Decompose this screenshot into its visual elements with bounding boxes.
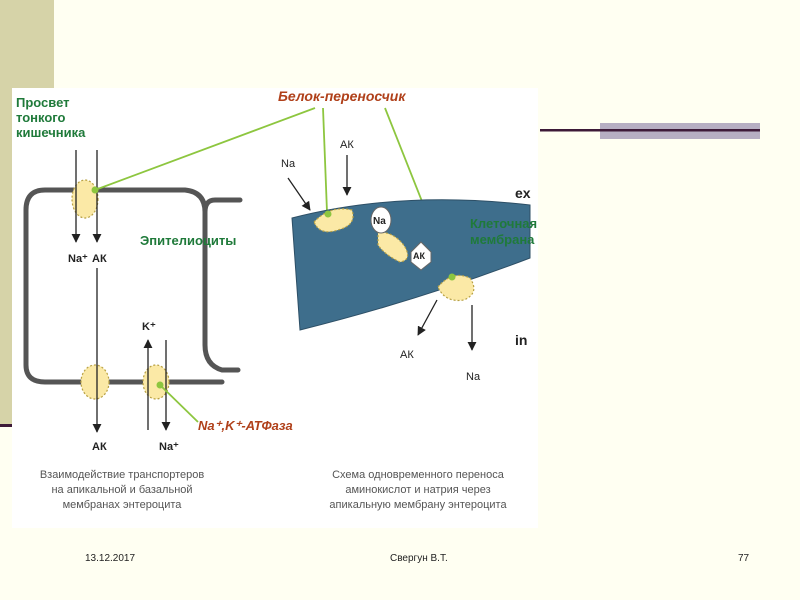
lumen-label-line2: тонкого xyxy=(16,110,66,125)
footer-date: 13.12.2017 xyxy=(85,553,136,564)
cell-membrane-label-line1: Клеточная xyxy=(470,216,537,231)
carrier-protein-label: Белок-переносчик xyxy=(278,88,406,104)
label-ak-apical: АК xyxy=(92,253,107,265)
pointer-dot-apical xyxy=(91,186,99,194)
left-caption-line3: мембранах энтероцита xyxy=(63,499,183,511)
in-label: in xyxy=(515,332,527,348)
membrane-carrier-bottom xyxy=(437,274,475,302)
ex-label: ex xyxy=(515,185,531,201)
figure-panel xyxy=(12,88,538,528)
right-caption-line2: аминокислот и натрия через xyxy=(345,484,490,496)
cell-outline xyxy=(23,187,243,385)
lumen-label-line3: кишечника xyxy=(16,125,86,140)
cell-membrane-band xyxy=(291,199,531,331)
arrow-ak-out xyxy=(417,299,438,336)
left-caption-line1: Взаимодействие транспортеров xyxy=(40,469,205,481)
pointer-dot-membrane-1 xyxy=(324,210,332,218)
apical-carrier xyxy=(71,179,99,219)
ak-hexagon-label: АК xyxy=(413,251,425,261)
pointer-dot-atpase xyxy=(156,381,164,389)
label-ak-right-bottom: АК xyxy=(400,349,414,361)
na-k-atpase-label: Na⁺,K⁺-АТФаза xyxy=(198,418,293,433)
label-na-right-bottom: Na xyxy=(466,371,481,383)
right-caption-line1: Схема одновременного переноса xyxy=(332,469,505,481)
label-ak-right-top: АК xyxy=(340,139,354,151)
label-na-apical: Na⁺ xyxy=(68,253,88,265)
label-na-right-top: Na xyxy=(281,158,296,170)
pointer-dot-membrane-2 xyxy=(448,273,456,281)
basal-carrier-ak xyxy=(80,364,110,400)
right-caption-line3: апикальную мембрану энтероцита xyxy=(329,499,507,511)
na-k-atpase-carrier xyxy=(142,364,170,400)
membrane-carrier-top xyxy=(313,208,354,233)
ak-hexagon xyxy=(410,241,432,271)
label-ak-basal: АК xyxy=(92,441,107,453)
left-caption-line2: на апикальной и базальной xyxy=(51,484,192,496)
pointer-line-membrane-1 xyxy=(322,107,328,213)
membrane-carrier-middle xyxy=(377,231,409,263)
pointer-line-apical xyxy=(94,107,316,191)
lumen-label-line1: Просвет xyxy=(16,95,70,110)
pointer-line-atpase xyxy=(159,384,199,423)
footer-page-number: 77 xyxy=(738,553,750,564)
footer-author: Свергун В.Т. xyxy=(390,553,448,564)
na-ion-shape xyxy=(370,206,392,234)
epitheliocytes-label: Эпителиоциты xyxy=(140,233,236,248)
accent-bar-line xyxy=(600,129,760,132)
cell-membrane-label-line2: мембрана xyxy=(470,232,535,247)
na-ion-label: Na xyxy=(373,216,386,227)
sidebar-dark-line xyxy=(0,424,12,427)
label-k-plus: K⁺ xyxy=(142,321,156,333)
label-na-basal: Na⁺ xyxy=(159,441,179,453)
arrow-na-to-membrane xyxy=(287,177,311,211)
